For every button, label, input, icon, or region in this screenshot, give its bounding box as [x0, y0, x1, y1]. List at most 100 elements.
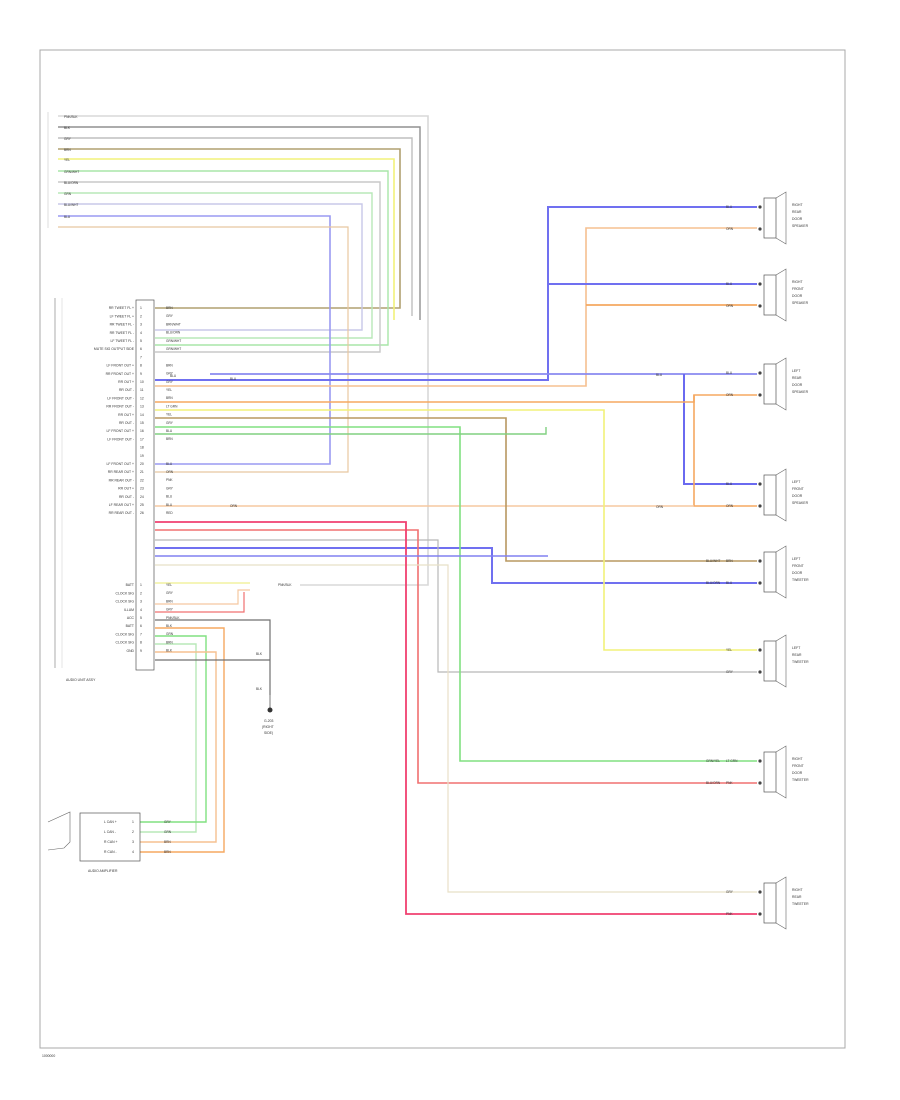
speaker-pin-1 [758, 371, 762, 375]
radio-pin-wire-code: YEL [166, 388, 172, 392]
radio-pin-label: RR FRONT OUT + [106, 372, 134, 376]
radio-pin-wire-code: RED [166, 511, 173, 515]
speaker-cone-icon [775, 268, 787, 322]
top-wire-code-5: YEL [64, 158, 70, 162]
speaker-name-line: RIGHT [792, 888, 803, 892]
speaker-name-line: LEFT [792, 369, 800, 373]
speaker-pin-2 [758, 781, 762, 785]
speaker-wire-code-1b: GRN/YEL [706, 759, 720, 763]
radio-lower-pin-label: BATT [126, 583, 134, 587]
top-wire-code-8: GRN [64, 192, 72, 196]
speaker-name-line: REAR [792, 376, 802, 380]
speaker-wire-code-1: YEL [726, 648, 732, 652]
speaker-pin-2 [758, 393, 762, 397]
radio-lower-pin-label: ACC [127, 616, 135, 620]
radio-pin-label: RR OUT + [118, 487, 134, 491]
radio-lower-pin-number: 4 [140, 608, 142, 612]
radio-inline-blu-1: BLU [170, 374, 177, 378]
radio-pin-wire-code: GRN/WHT [166, 347, 181, 351]
radio-pin-label: LF REAR OUT + [109, 503, 134, 507]
top-wire-code-7: BLU/ORN [64, 181, 79, 185]
speaker-cone-icon [775, 468, 787, 522]
radio-lower-pin-wire-code: PNK/BLK [166, 616, 180, 620]
radio-pin-number: 15 [140, 421, 144, 425]
speaker-wire-code-1b: BLU/WHT [706, 559, 720, 563]
speaker-pin-2 [758, 670, 762, 674]
speaker-name-line: SPEAKER [792, 501, 809, 505]
speaker-cone-icon [775, 357, 787, 411]
radio-pin-number: 21 [140, 470, 144, 474]
speaker-pin-2 [758, 581, 762, 585]
radio-lower-pin-label: CLOCK SIG [116, 600, 135, 604]
pnk-blk-pass-code: PNK/BLK [278, 583, 292, 587]
speaker-wire-code-2b: BLU/ORN [706, 581, 721, 585]
speaker-name-line: RIGHT [792, 203, 803, 207]
ground-code-2: BLK [256, 687, 263, 691]
radio-lower-pin-wire-code: BRN [166, 640, 173, 644]
radio-pin-number: 5 [140, 339, 142, 343]
speaker-wire-code-2: BLU [726, 581, 733, 585]
radio-pin-number: 17 [140, 437, 144, 441]
speaker-wire-code-2: PNK [726, 781, 733, 785]
radio-lower-pin-number: 1 [140, 583, 142, 587]
radio-pin-wire-code: GRY [166, 421, 174, 425]
speaker-name-line: DOOR [792, 571, 803, 575]
radio-pin-number: 12 [140, 396, 144, 400]
speaker-name-line: RIGHT [792, 757, 803, 761]
radio-pin-wire-code: GRY [166, 380, 174, 384]
radio-pin-number: 18 [140, 446, 144, 450]
radio-pin-wire-code: GRY [166, 314, 174, 318]
speaker-pin-1 [758, 282, 762, 286]
radio-connector [135, 299, 155, 671]
radio-lower-pin-label: GND [126, 649, 134, 653]
speaker-pin-1 [758, 205, 762, 209]
radio-lower-pin-number: 2 [140, 591, 142, 595]
speaker-body [763, 474, 777, 516]
speaker-wire-code-2: ORN [726, 504, 734, 508]
speaker-body [763, 197, 777, 239]
speaker-name-line: REAR [792, 653, 802, 657]
radio-pin-wire-code: BRN/WHT [166, 322, 181, 326]
radio-pin-wire-code: BRN [166, 363, 173, 367]
radio-pin-label: LF FRONT OUT + [107, 429, 134, 433]
speaker-name-line: SPEAKER [792, 390, 809, 394]
amp-caption: AUDIO AMPLIFIER [88, 869, 118, 873]
radio-inline-orn: ORN [230, 504, 238, 508]
speaker-wire-code-2: ORN [726, 304, 734, 308]
radio-pin-number: 3 [140, 323, 142, 327]
radio-pin-wire-code: PNK [166, 478, 173, 482]
speaker-name-line: SPEAKER [792, 224, 809, 228]
radio-pin-label: LF FRONT OUT + [107, 364, 134, 368]
speaker-name-line: DOOR [792, 494, 803, 498]
ground-caption-2: (RIGHT [262, 725, 274, 729]
radio-pin-label: LF FRONT OUT - [107, 437, 134, 441]
ground-icon [267, 707, 273, 713]
speaker-pin-1 [758, 759, 762, 763]
speaker-name-line: DOOR [792, 383, 803, 387]
speaker-wire-code-2: ORN [726, 227, 734, 231]
radio-pin-wire-code: GRY [166, 372, 174, 376]
radio-pin-number: 10 [140, 380, 144, 384]
speaker-wire-code-2: GRY [726, 670, 734, 674]
radio-lower-pin-label: CLOCK SIG [116, 641, 135, 645]
amp-pin-label: L CAN + [104, 820, 117, 824]
speaker-wire-code-1: BLU [726, 482, 733, 486]
radio-pin-wire-code: LT GRN [166, 404, 178, 408]
radio-pin-label: RR REAR OUT - [109, 511, 134, 515]
speaker-pin-2 [758, 912, 762, 916]
radio-pin-wire-code: BRN [166, 396, 173, 400]
speaker-body [763, 274, 777, 316]
top-wire-code-2: BLK [64, 126, 71, 130]
radio-pin-number: 24 [140, 495, 144, 499]
top-wire-code-10: BLU [64, 215, 71, 219]
speaker-wire-code-2: ORN [726, 393, 734, 397]
amp-pin-label: R CAN - [104, 850, 117, 854]
amp-pin-label: L CAN - [104, 830, 116, 834]
radio-pin-label: RR REAR OUT - [109, 478, 134, 482]
page-id: 1000000 [42, 1054, 55, 1058]
amp-pin-number: 1 [132, 820, 134, 824]
